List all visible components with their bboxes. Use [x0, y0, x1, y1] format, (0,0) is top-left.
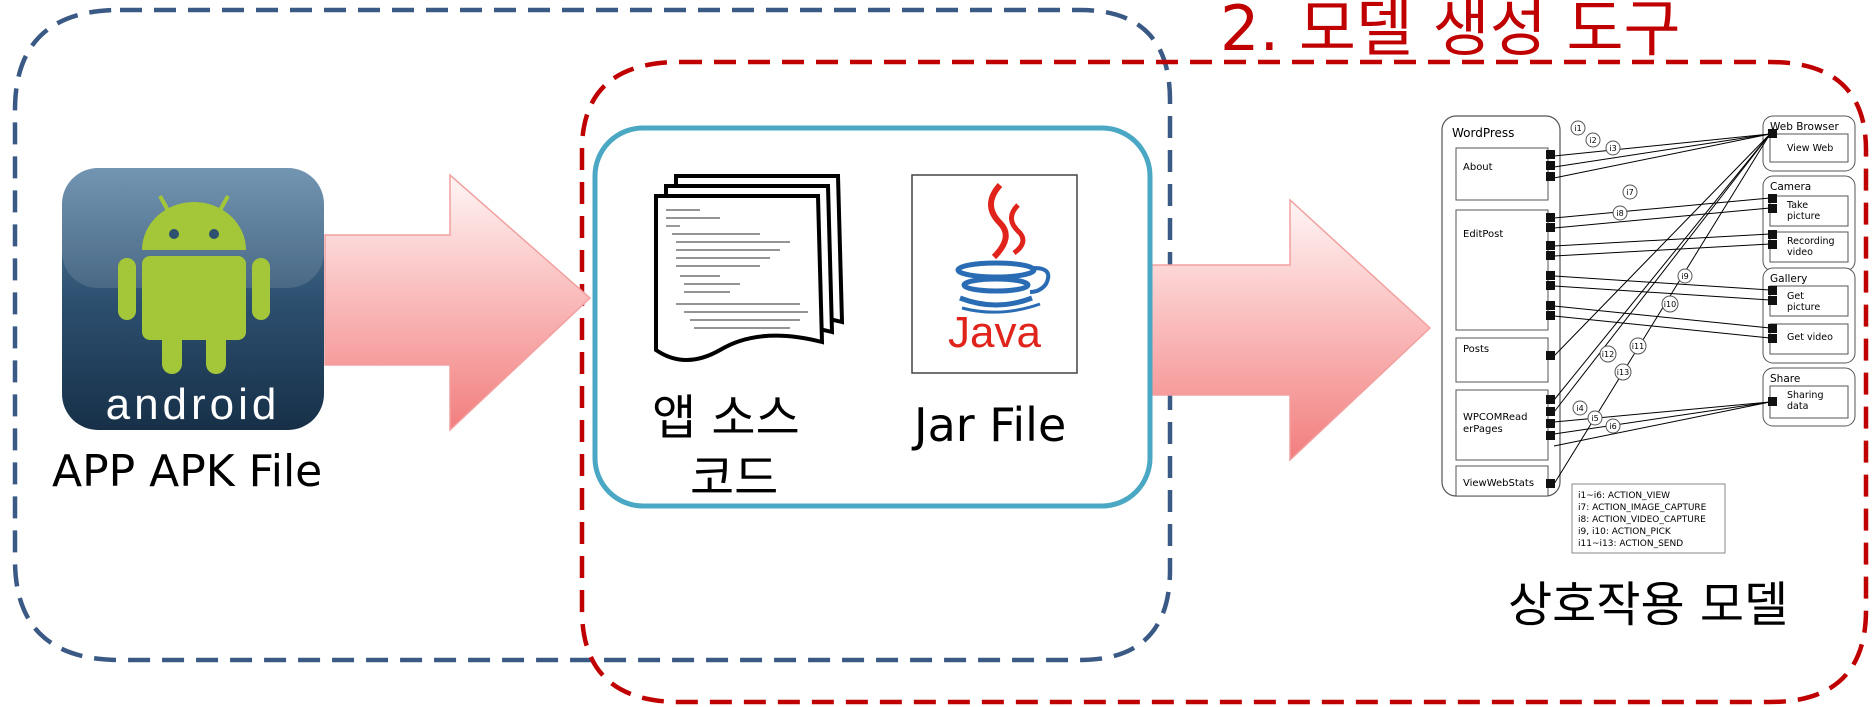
intent-i8: i8 — [1616, 209, 1623, 218]
source-code-label-line1: 앱 소스 — [652, 390, 800, 446]
target-get-video: Get video — [1787, 332, 1833, 343]
target-view-web: View Web — [1787, 143, 1833, 154]
activity-editpost: EditPost — [1463, 229, 1503, 240]
arrow-source-to-model — [1149, 198, 1432, 462]
source-code-pages-icon — [654, 174, 845, 362]
activity-posts: Posts — [1463, 344, 1489, 355]
jar-file-label: Jar File — [914, 398, 1067, 452]
intent-i11: i11 — [1632, 342, 1644, 351]
target-group-share: Share — [1770, 373, 1800, 385]
blue-dashed-region — [12, 7, 1173, 663]
red-dashed-region — [579, 59, 1869, 705]
source-code-label-line2: 코드 — [690, 450, 779, 506]
target-group-gallery: Gallery — [1770, 273, 1807, 285]
intent-i10: i10 — [1664, 300, 1676, 309]
intent-i6: i6 — [1609, 422, 1616, 431]
android-app-icon — [62, 168, 324, 430]
java-logo-text: Java — [948, 308, 1041, 357]
interaction-model-diagram: WordPress About EditPost Posts WPCOMRead… — [1441, 115, 1856, 554]
intent-i1: i1 — [1574, 124, 1581, 133]
intent-i3: i3 — [1609, 144, 1616, 153]
intent-i7: i7 — [1626, 188, 1633, 197]
target-group-camera: Camera — [1770, 181, 1811, 193]
legend-line-5: i11~i13: ACTION_SEND — [1578, 539, 1683, 549]
java-logo-icon — [911, 174, 1078, 374]
intent-i2: i2 — [1589, 136, 1596, 145]
android-wordmark: android — [105, 380, 281, 429]
intent-i12: i12 — [1602, 350, 1614, 359]
apk-file-label: APP APK File — [52, 446, 323, 497]
intent-i9: i9 — [1681, 272, 1688, 281]
activity-about: About — [1463, 162, 1493, 173]
intent-i4: i4 — [1576, 404, 1583, 413]
target-group-web-browser: Web Browser — [1770, 121, 1839, 133]
intent-i5: i5 — [1591, 414, 1598, 423]
legend-line-1: i1~i6: ACTION_VIEW — [1578, 491, 1670, 501]
activity-viewwebstats: ViewWebStats — [1463, 478, 1534, 489]
arrow-apk-to-source — [324, 173, 592, 432]
step2-title: 2. 모델 생성 도구 — [1220, 0, 1681, 65]
legend-line-4: i9, i10: ACTION_PICK — [1578, 527, 1672, 537]
app-name: WordPress — [1452, 126, 1514, 140]
legend-line-2: i7: ACTION_IMAGE_CAPTURE — [1578, 503, 1707, 513]
interaction-model-label: 상호작용 모델 — [1508, 577, 1789, 633]
intent-i13: i13 — [1617, 368, 1629, 377]
legend-line-3: i8: ACTION_VIDEO_CAPTURE — [1578, 515, 1706, 525]
